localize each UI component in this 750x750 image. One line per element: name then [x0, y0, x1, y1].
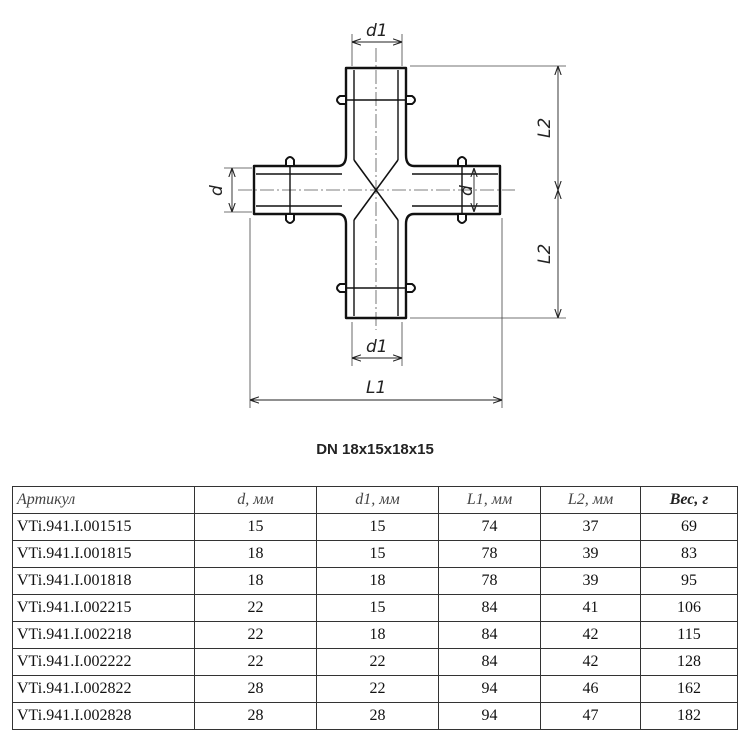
cell-l2: 42: [540, 621, 641, 649]
fitting-size-caption: DN 18x15x18x15: [316, 441, 434, 458]
table-row: VTi.941.I.001815 18 15 78 39 83: [12, 540, 738, 568]
cell-l1: 78: [438, 567, 541, 595]
cell-l2: 42: [540, 648, 641, 676]
cell-article: VTi.941.I.002215: [12, 594, 195, 622]
cell-d: 22: [194, 594, 317, 622]
cell-weight: 182: [640, 702, 738, 730]
cell-d1: 22: [316, 675, 439, 703]
cell-weight: 115: [640, 621, 738, 649]
header-d1: d1, мм: [316, 486, 439, 514]
cell-l1: 84: [438, 621, 541, 649]
header-weight: Вес, г: [640, 486, 738, 514]
cell-article: VTi.941.I.001815: [12, 540, 195, 568]
cell-d1: 28: [316, 702, 439, 730]
table-row: VTi.941.I.002822 28 22 94 46 162: [12, 675, 738, 703]
label-d1-top: d1: [366, 21, 388, 41]
cell-weight: 128: [640, 648, 738, 676]
cell-d1: 22: [316, 648, 439, 676]
cell-weight: 83: [640, 540, 738, 568]
o-ring-beads: [285, 95, 467, 293]
label-d-left: d: [207, 185, 227, 196]
cell-weight: 69: [640, 513, 738, 541]
cell-l2: 39: [540, 567, 641, 595]
cell-article: VTi.941.I.002218: [12, 621, 195, 649]
cell-article: VTi.941.I.002822: [12, 675, 195, 703]
cell-l1: 84: [438, 648, 541, 676]
table-row: VTi.941.I.001515 15 15 74 37 69: [12, 513, 738, 541]
table-row: VTi.941.I.002828 28 28 94 47 182: [12, 702, 738, 730]
cell-d: 18: [194, 567, 317, 595]
cell-d: 22: [194, 621, 317, 649]
dimension-lines: [232, 42, 558, 400]
label-d1-bottom: d1: [366, 337, 388, 357]
cell-l2: 47: [540, 702, 641, 730]
table-header-row: Артикул d, мм d1, мм L1, мм L2, мм Вес, …: [12, 486, 738, 514]
header-l2: L2, мм: [540, 486, 641, 514]
label-l1: L1: [366, 378, 386, 398]
extension-lines: [224, 34, 566, 408]
cell-l2: 46: [540, 675, 641, 703]
table-row: VTi.941.I.002222 22 22 84 42 128: [12, 648, 738, 676]
cell-article: VTi.941.I.001515: [12, 513, 195, 541]
cell-article: VTi.941.I.002828: [12, 702, 195, 730]
cell-weight: 162: [640, 675, 738, 703]
header-article: Артикул: [12, 486, 195, 514]
cell-d1: 18: [316, 567, 439, 595]
cell-article: VTi.941.I.002222: [12, 648, 195, 676]
cell-d1: 15: [316, 540, 439, 568]
cell-d: 15: [194, 513, 317, 541]
table-row: VTi.941.I.002215 22 15 84 41 106: [12, 594, 738, 622]
cell-d1: 15: [316, 513, 439, 541]
specs-table: Артикул d, мм d1, мм L1, мм L2, мм Вес, …: [12, 486, 738, 730]
cell-l1: 94: [438, 675, 541, 703]
cell-l1: 78: [438, 540, 541, 568]
cell-d: 22: [194, 648, 317, 676]
cell-d: 28: [194, 702, 317, 730]
cell-d1: 15: [316, 594, 439, 622]
table-row: VTi.941.I.002218 22 18 84 42 115: [12, 621, 738, 649]
cell-weight: 95: [640, 567, 738, 595]
label-l2-bottom: L2: [535, 244, 555, 264]
cross-fitting-drawing: d1 d1 L1 L2 L2 d d: [207, 21, 566, 408]
cell-l2: 37: [540, 513, 641, 541]
header-d: d, мм: [194, 486, 317, 514]
cell-l2: 41: [540, 594, 641, 622]
cell-l1: 74: [438, 513, 541, 541]
cell-weight: 106: [640, 594, 738, 622]
table-row: VTi.941.I.001818 18 18 78 39 95: [12, 567, 738, 595]
header-l1: L1, мм: [438, 486, 541, 514]
cell-l1: 84: [438, 594, 541, 622]
cell-d: 18: [194, 540, 317, 568]
label-l2-top: L2: [535, 118, 555, 138]
cell-d: 28: [194, 675, 317, 703]
cell-article: VTi.941.I.001818: [12, 567, 195, 595]
cell-l1: 94: [438, 702, 541, 730]
cell-l2: 39: [540, 540, 641, 568]
fitting-body: [252, 66, 502, 320]
cell-d1: 18: [316, 621, 439, 649]
label-d-right: d: [457, 185, 477, 196]
